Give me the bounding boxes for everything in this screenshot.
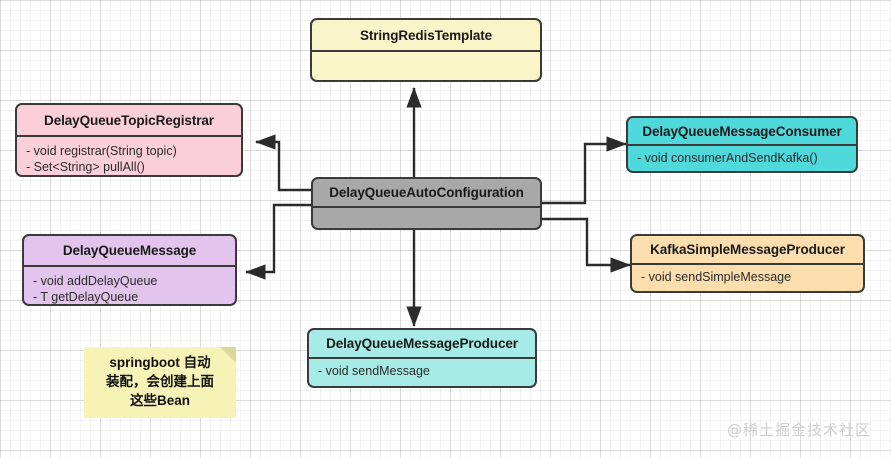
class-member: - void sendMessage [318, 364, 430, 378]
class-member: - Set<String> pullAll() [26, 160, 145, 174]
class-box-delay-queue-message[interactable]: DelayQueueMessage - void addDelayQueue -… [22, 234, 237, 306]
class-members-delay-queue-message-producer: - void sendMessage [309, 359, 535, 385]
class-box-string-redis-template[interactable]: StringRedisTemplate [310, 18, 542, 82]
class-member: - T getDelayQueue [33, 290, 139, 304]
class-box-delay-queue-topic-registrar[interactable]: DelayQueueTopicRegistrar - void registra… [15, 103, 243, 177]
note-fold-corner-icon [220, 347, 236, 363]
note-line: 这些Bean [129, 393, 190, 408]
class-divider [628, 144, 856, 146]
class-member: - void consumerAndSendKafka() [637, 151, 818, 165]
sticky-note-springboot[interactable]: springboot 自动 装配，会创建上面 这些Bean [84, 347, 236, 418]
class-title-kafka-simple-message-producer: KafkaSimpleMessageProducer [650, 242, 845, 257]
class-title-delay-queue-message: DelayQueueMessage [62, 243, 197, 258]
connector-to-kafka-simple-message-producer [541, 217, 631, 273]
class-members-delay-queue-topic-registrar: - void registrar(String topic) - Set<Str… [17, 137, 241, 175]
class-box-kafka-simple-message-producer[interactable]: KafkaSimpleMessageProducer - void sendSi… [630, 234, 865, 293]
class-members-delay-queue-message: - void addDelayQueue - T getDelayQueue [24, 267, 235, 304]
class-divider [313, 206, 540, 208]
class-divider [632, 263, 863, 265]
class-members-kafka-simple-message-producer: - void sendSimpleMessage [632, 265, 863, 291]
class-title-string-redis-template: StringRedisTemplate [359, 27, 493, 43]
class-members-delay-queue-message-consumer: - void consumerAndSendKafka() [628, 146, 856, 171]
class-divider [24, 265, 235, 267]
class-members-string-redis-template [312, 52, 540, 80]
class-divider [17, 135, 241, 137]
class-title-delay-queue-message-producer: DelayQueueMessageProducer [326, 336, 518, 351]
connector-to-delay-queue-topic-registrar [255, 134, 313, 192]
class-member: - void sendSimpleMessage [641, 270, 792, 284]
connector-to-delay-queue-message-consumer [541, 136, 627, 205]
sticky-note-text: springboot 自动 装配，会创建上面 这些Bean [84, 347, 236, 410]
watermark: @稀土掘金技术社区 [726, 421, 871, 439]
class-members-delay-queue-auto-configuration [313, 208, 540, 228]
class-member: - void addDelayQueue [33, 274, 158, 288]
class-divider [312, 50, 540, 52]
class-title-delay-queue-topic-registrar: DelayQueueTopicRegistrar [44, 112, 214, 128]
class-title-delay-queue-message-consumer: DelayQueueMessageConsumer [642, 123, 842, 139]
note-line: 装配，会创建上面 [106, 374, 214, 389]
class-member: - void registrar(String topic) [26, 144, 177, 158]
note-line: springboot 自动 [109, 355, 211, 370]
class-title-delay-queue-auto-configuration: DelayQueueAutoConfiguration [329, 185, 524, 200]
class-divider [309, 357, 535, 359]
class-box-delay-queue-message-consumer[interactable]: DelayQueueMessageConsumer - void consume… [626, 116, 858, 173]
class-box-delay-queue-auto-configuration[interactable]: DelayQueueAutoConfiguration [311, 177, 542, 230]
class-box-delay-queue-message-producer[interactable]: DelayQueueMessageProducer - void sendMes… [307, 328, 537, 388]
connector-to-delay-queue-message [245, 203, 313, 280]
